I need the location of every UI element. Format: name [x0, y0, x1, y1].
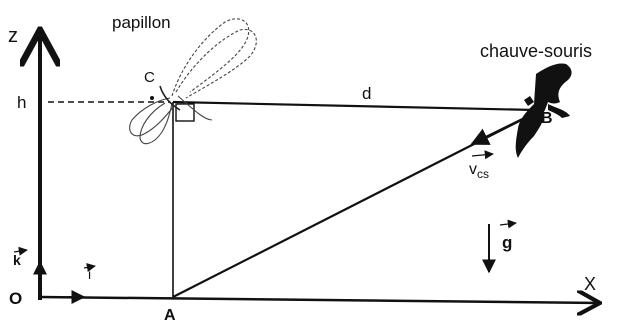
velocity-label-sub: cs: [477, 167, 489, 181]
bat-label: chauve-souris: [480, 41, 592, 61]
distance-label: d: [362, 84, 371, 103]
unit-vector-i-arrow-over: [83, 262, 96, 272]
velocity-label-main: v: [469, 161, 477, 178]
x-axis: [39, 297, 600, 303]
velocity-arrow-over: [471, 150, 494, 160]
right-angle-mark: [175, 103, 195, 122]
bat-icon: [515, 63, 572, 158]
unit-vector-i-label: i: [88, 266, 91, 282]
unit-vector-k-arrow-over: [13, 246, 28, 256]
point-b-label: B: [541, 110, 553, 127]
unit-vector-k-label: k: [13, 252, 21, 268]
butterfly-label: papillon: [112, 13, 171, 32]
z-axis-label: z: [8, 25, 18, 47]
gravity-label: g: [502, 233, 512, 252]
point-c-dot: [150, 96, 154, 100]
point-c-label: C: [144, 69, 155, 86]
butterfly-icon: [129, 18, 257, 145]
gravity-arrow-over: [499, 219, 517, 229]
x-axis-label: X: [584, 274, 596, 294]
origin-label: O: [9, 289, 22, 308]
point-a-label: A: [164, 307, 176, 323]
distance-line: [172, 100, 536, 112]
height-label: h: [17, 93, 26, 112]
velocity-label: vcs: [469, 161, 489, 181]
